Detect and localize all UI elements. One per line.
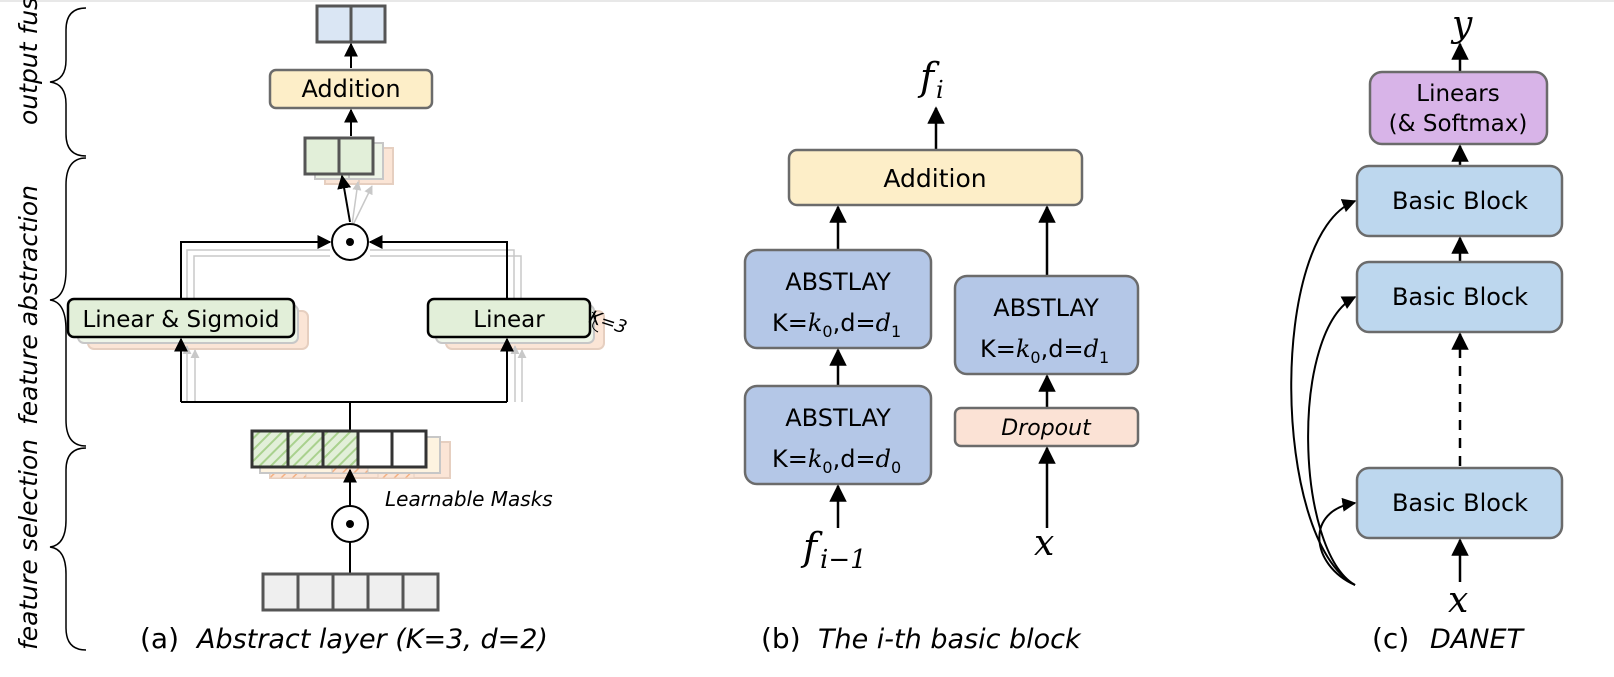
abstlay-bottom-name: ABSTLAY bbox=[785, 404, 891, 432]
panel-c: y Linears (& Softmax) Basic Block Basic … bbox=[1290, 4, 1564, 655]
gray-arrow bbox=[352, 185, 373, 226]
k-squiggle bbox=[591, 311, 599, 333]
skip-connection-to-bottom bbox=[1318, 497, 1357, 586]
input-vector bbox=[261, 572, 440, 612]
feature-abstraction-label: feature abstraction bbox=[14, 185, 43, 425]
gray-path-left bbox=[193, 255, 330, 301]
output-vector-cell-1 bbox=[315, 4, 353, 44]
gray-path-right bbox=[370, 255, 522, 301]
multiply-dot-top bbox=[346, 238, 354, 246]
input-x-b: x bbox=[1034, 523, 1054, 564]
caption-c-prefix: (c) bbox=[1372, 622, 1409, 655]
stack-front-cell bbox=[337, 136, 375, 176]
linear-box bbox=[426, 297, 592, 339]
caption-b-text: The i-th basic block bbox=[818, 624, 1082, 655]
caption-a-prefix: (a) bbox=[140, 622, 179, 655]
caption-b-prefix: (b) bbox=[761, 622, 801, 655]
linear-label: Linear bbox=[473, 307, 545, 333]
output-vector-cell-2 bbox=[349, 4, 387, 44]
caption-c-text: DANET bbox=[1430, 624, 1526, 655]
panel-a: output fusion feature abstraction featur… bbox=[14, 0, 629, 655]
basic-block-middle-label: Basic Block bbox=[1392, 283, 1528, 311]
abstlay-top-name: ABSTLAY bbox=[785, 268, 891, 296]
arrow-sigmoid-to-multiply bbox=[180, 235, 332, 299]
output-y-var: y bbox=[1450, 4, 1473, 45]
dropout-label: Dropout bbox=[1001, 416, 1092, 441]
dropout-box bbox=[953, 406, 1140, 448]
abstlay-right-name: ABSTLAY bbox=[993, 294, 1099, 322]
brace-feature-abstraction bbox=[49, 157, 87, 447]
caption-a-text: Abstract layer (K=3, d=2) bbox=[195, 624, 548, 655]
linears-label-line1: Linears bbox=[1416, 81, 1499, 107]
input-fi-1-sub: i−1 bbox=[820, 545, 867, 575]
gray-path-right bbox=[370, 249, 515, 301]
addition-box-a bbox=[268, 68, 434, 110]
output-fusion-label: output fusion bbox=[14, 0, 43, 125]
skip-connection-to-top bbox=[1290, 199, 1357, 586]
learnable-masks-label: Learnable Masks bbox=[385, 487, 553, 511]
addition-box-b bbox=[787, 148, 1084, 207]
abstlay-box-right bbox=[953, 274, 1140, 376]
stack-front-cell bbox=[303, 136, 341, 176]
basic-block-bottom bbox=[1355, 466, 1564, 540]
basic-block-top-label: Basic Block bbox=[1392, 187, 1528, 215]
linears-label-line2: (& Softmax) bbox=[1389, 111, 1528, 137]
input-x-c: x bbox=[1448, 580, 1468, 621]
learnable-masks bbox=[250, 429, 451, 479]
abstlay-right-params: K=k0,d=d1 bbox=[980, 335, 1109, 367]
basic-block-top bbox=[1355, 164, 1564, 238]
abstlay-top-params: K=k0,d=d1 bbox=[772, 309, 901, 341]
multiply-dot-bottom bbox=[346, 520, 354, 528]
brace-feature-selection bbox=[49, 447, 87, 651]
feature-selection-label: feature selection bbox=[14, 439, 43, 650]
abstlay-box-top bbox=[743, 248, 933, 350]
arrow-multiply-to-stack bbox=[337, 174, 352, 223]
addition-label-b: Addition bbox=[883, 164, 986, 193]
skip-connection-to-middle bbox=[1307, 296, 1357, 586]
arrow-linear-to-multiply bbox=[368, 235, 508, 299]
gray-path-left bbox=[186, 249, 330, 301]
linears-box bbox=[1368, 70, 1549, 146]
basic-block-bottom-label: Basic Block bbox=[1392, 489, 1528, 517]
basic-block-middle bbox=[1355, 260, 1564, 334]
addition-label-a: Addition bbox=[301, 75, 400, 103]
output-fi-sub: i bbox=[936, 76, 944, 104]
brace-output-fusion bbox=[49, 7, 87, 157]
linear-sigmoid-label: Linear & Sigmoid bbox=[82, 307, 279, 333]
gray-arrow bbox=[351, 181, 362, 226]
panel-b: f i Addition ABSTLAY K=k0,d=d1 ABSTLAY K… bbox=[743, 55, 1140, 655]
abstlay-box-bottom bbox=[743, 384, 933, 486]
abstlay-bottom-params: K=k0,d=d0 bbox=[772, 445, 901, 477]
linear-sigmoid-box bbox=[66, 297, 296, 339]
